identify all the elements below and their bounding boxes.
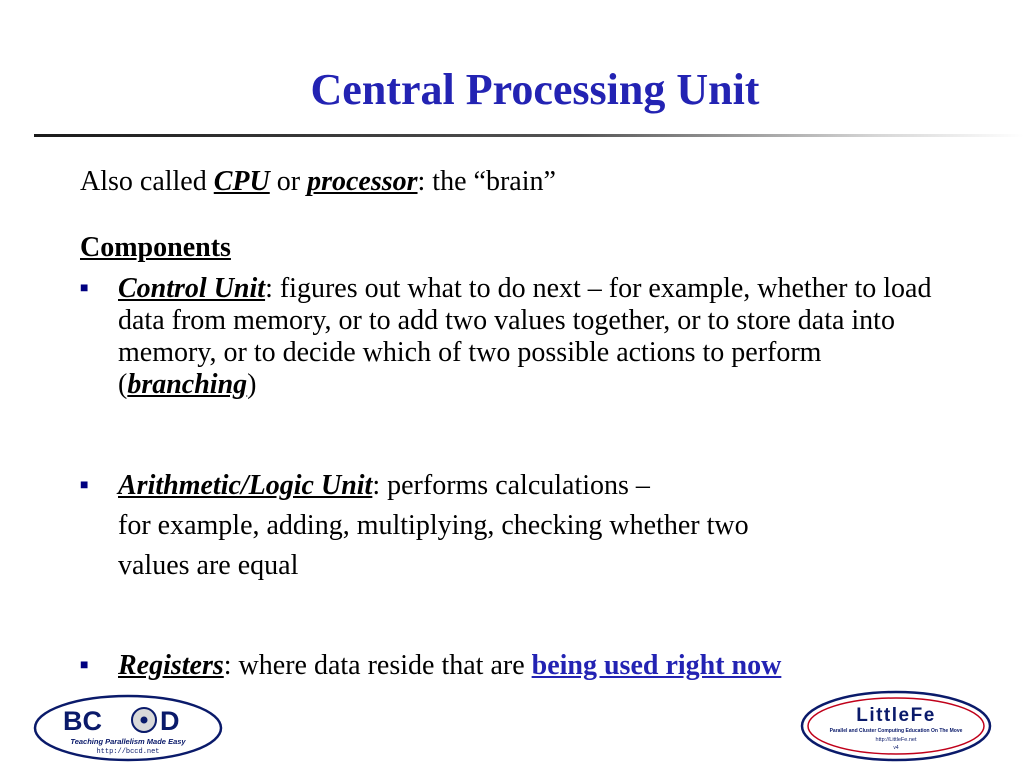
slide-title: Central Processing Unit — [310, 65, 760, 114]
term-registers: Registers — [118, 650, 224, 681]
control-unit-tail: ) — [247, 369, 257, 400]
control-unit-text: : figures out what to do next – for exam… — [118, 273, 932, 400]
littlefe-logo-tagline: Parallel and Cluster Computing Education… — [830, 728, 963, 734]
littlefe-logo-name: LittleFe — [856, 705, 936, 726]
intro-line: Also called CPU or processor: the “brain… — [80, 166, 556, 198]
alu-text-line1: : performs calculations – — [372, 470, 650, 501]
bccd-logo-tagline: Teaching Parallelism Made Easy — [70, 737, 186, 746]
bullet-icon: ■ — [80, 281, 89, 296]
registers-text: : where data reside that are — [223, 650, 532, 681]
term-branching: branching — [127, 369, 248, 400]
alu-text-line2: for example, adding, multiplying, checki… — [118, 510, 749, 541]
littlefe-logo-version: v4 — [893, 745, 899, 751]
bccd-logo: BC D Teaching Parallelism Made Easy http… — [33, 694, 223, 762]
intro-suffix: : the “brain” — [417, 166, 556, 197]
intro-mid: or — [269, 166, 308, 197]
bccd-logo-bc: BC — [63, 706, 102, 736]
list-item-control-unit: Control Unit: figures out what to do nex… — [118, 273, 958, 401]
bccd-logo-url: http://bccd.net — [96, 748, 159, 756]
term-cpu: CPU — [213, 166, 270, 197]
intro-prefix: Also called — [80, 166, 214, 197]
components-heading: Components — [80, 232, 231, 263]
bullet-icon: ■ — [80, 658, 89, 673]
term-alu: Arithmetic/Logic Unit — [118, 470, 373, 501]
list-item-registers: Registers: where data reside that are be… — [118, 650, 958, 682]
bccd-logo-d: D — [160, 706, 180, 736]
term-control-unit: Control Unit — [118, 273, 266, 304]
littlefe-logo: LittleFe Parallel and Cluster Computing … — [800, 690, 992, 762]
list-item-alu-line1: Arithmetic/Logic Unit: performs calculat… — [118, 470, 958, 502]
alu-text-line3: values are equal — [118, 550, 299, 581]
title-divider — [34, 134, 1024, 137]
term-processor: processor — [307, 166, 418, 197]
littlefe-logo-url: http://LittleFe.net — [876, 737, 917, 743]
bullet-icon: ■ — [80, 478, 89, 493]
link-being-used-right-now[interactable]: being used right now — [531, 650, 782, 681]
